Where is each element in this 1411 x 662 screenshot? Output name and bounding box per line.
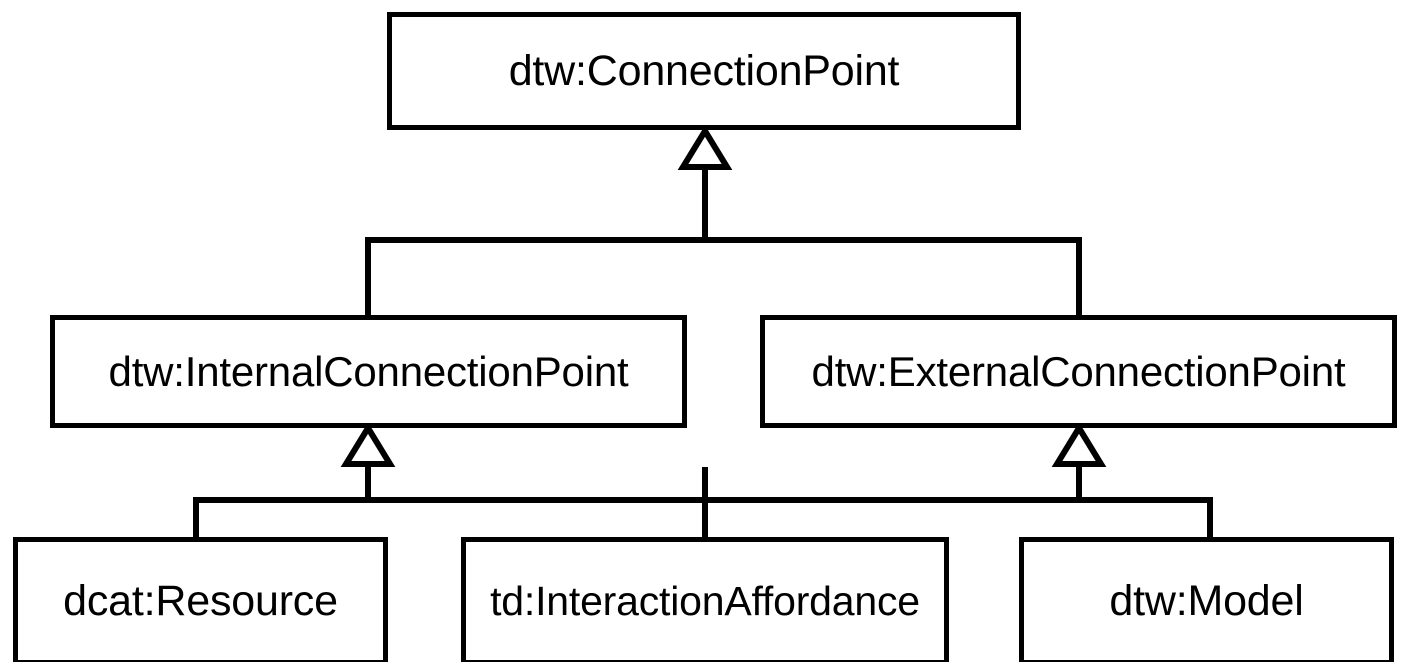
generalization-edge-to-internal-connection-point — [340, 422, 396, 501]
class-box-td-interaction-affordance[interactable]: td:InteractionAffordance — [461, 537, 949, 662]
class-box-external-connection-point[interactable]: dtw:ExternalConnectionPoint — [760, 315, 1397, 428]
class-name-label: dtw:ExternalConnectionPoint — [811, 347, 1346, 395]
class-name-label: dtw:ConnectionPoint — [508, 46, 900, 95]
class-name-label: dtw:InternalConnectionPoint — [108, 347, 629, 395]
generalization-arrowhead-icon — [677, 125, 733, 170]
generalization-arrowhead-icon — [340, 422, 396, 467]
generalization-arrowhead-icon — [1051, 422, 1107, 467]
class-name-label: dtw:Model — [1109, 576, 1304, 625]
generalization-edge-to-connection-point — [365, 125, 1082, 317]
class-box-internal-connection-point[interactable]: dtw:InternalConnectionPoint — [50, 315, 687, 428]
generalization-bus-level-3 — [193, 467, 1213, 539]
class-name-label: td:InteractionAffordance — [490, 577, 920, 624]
generalization-edge-to-external-connection-point — [1051, 422, 1107, 501]
class-box-connection-point[interactable]: dtw:ConnectionPoint — [387, 12, 1021, 130]
class-name-label: dcat:Resource — [63, 576, 338, 625]
class-box-dtw-model[interactable]: dtw:Model — [1019, 537, 1394, 662]
class-box-dcat-resource[interactable]: dcat:Resource — [13, 537, 388, 662]
